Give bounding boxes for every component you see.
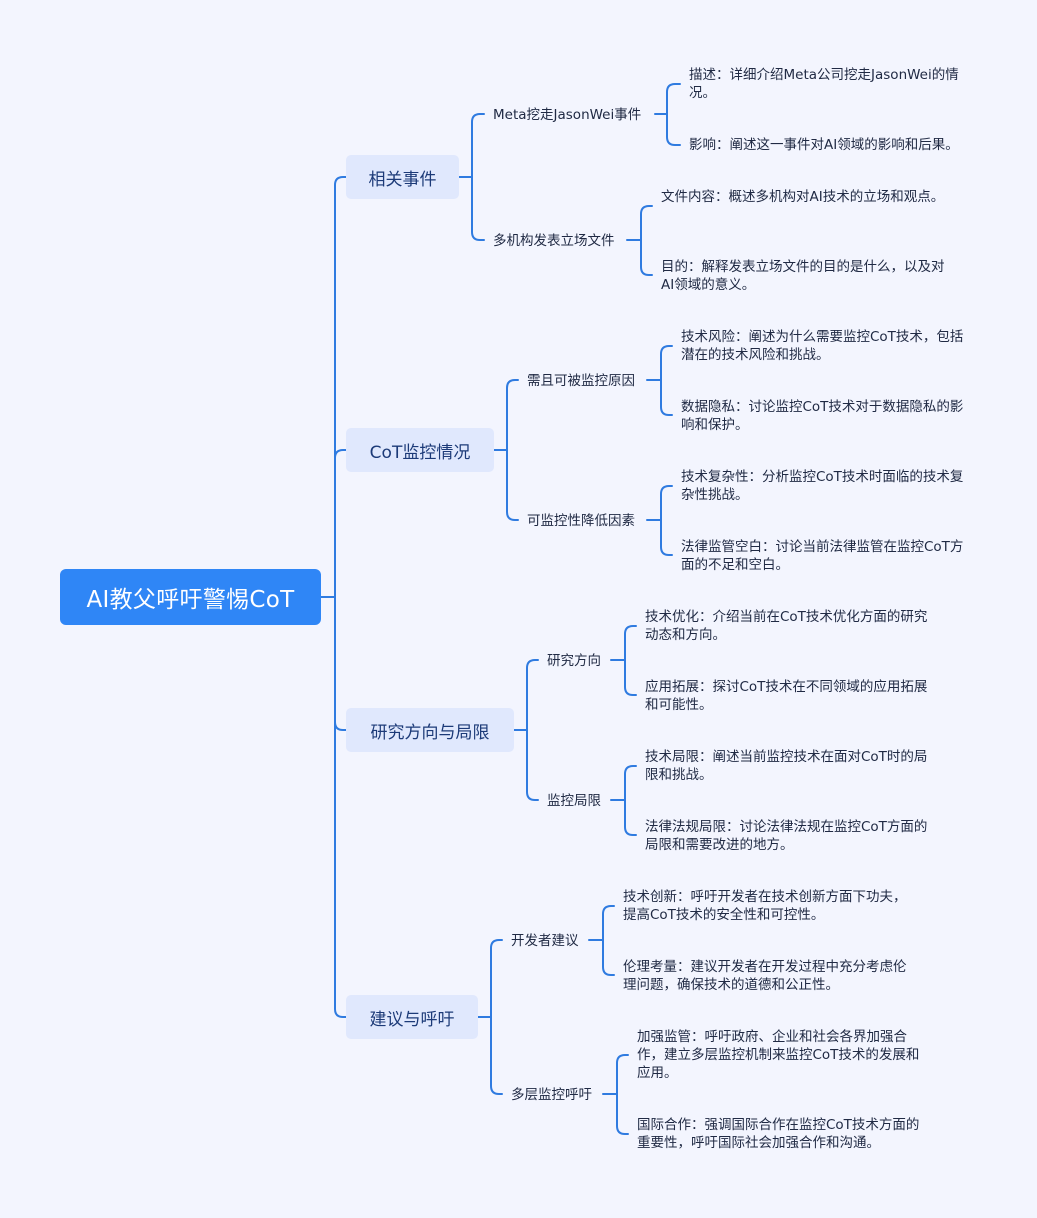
leaf-tech-innovation[interactable]: 技术创新：呼吁开发者在技术创新方面下功夫，提高CoT技术的安全性和可控性。	[623, 889, 907, 923]
topic4-connector	[477, 939, 503, 1095]
subtopic-research-direction[interactable]: 研究方向	[547, 653, 601, 669]
leaf-tech-optimization[interactable]: 技术优化：介绍当前在CoT技术优化方面的研究动态和方向。	[645, 609, 928, 643]
topic3-connector	[513, 659, 539, 801]
subtopic-monitorability-factors[interactable]: 可监控性降低因素	[527, 513, 635, 529]
sub-limits-connector	[610, 765, 637, 836]
leaf-impact[interactable]: 影响：阐述这一事件对AI领域的影响和后果。	[689, 137, 959, 153]
leaf-ethics[interactable]: 伦理考量：建议开发者在开发过程中充分考虑伦理问题，确保技术的道德和公正性。	[623, 959, 907, 993]
leaf-international-cooperation[interactable]: 国际合作：强调国际合作在监控CoT技术方面的重要性，呼吁国际社会加强合作和沟通。	[637, 1117, 920, 1151]
leaf-legal-limits[interactable]: 法律法规局限：讨论法律法规在监控CoT方面的局限和需要改进的地方。	[645, 819, 928, 853]
sub-meta-connector	[654, 83, 681, 146]
leaf-tech-risk[interactable]: 技术风险：阐述为什么需要监控CoT技术，包括潜在的技术风险和挑战。	[681, 329, 964, 363]
leaf-legal-gap[interactable]: 法律监管空白：讨论当前法律监管在监控CoT方面的不足和空白。	[681, 539, 964, 573]
leaf-description[interactable]: 描述：详细介绍Meta公司挖走JasonWei的情况。	[689, 67, 959, 101]
subtopic-monitoring-limits[interactable]: 监控局限	[547, 793, 601, 809]
leaf-file-content[interactable]: 文件内容：概述多机构对AI技术的立场和观点。	[661, 189, 945, 205]
leaf-data-privacy[interactable]: 数据隐私：讨论监控CoT技术对于数据隐私的影响和保护。	[681, 399, 964, 433]
sub-reasons-connector	[646, 345, 673, 416]
root-connector	[320, 176, 347, 1018]
topic-research-limits[interactable]: 研究方向与局限	[346, 708, 514, 752]
leaf-application-expansion[interactable]: 应用拓展：探讨CoT技术在不同领域的应用拓展和可能性。	[645, 679, 928, 713]
subtopic-position-papers[interactable]: 多机构发表立场文件	[493, 233, 615, 249]
topic1-connector	[458, 113, 485, 241]
subtopic-developer-suggestions[interactable]: 开发者建议	[511, 933, 579, 949]
subtopic-monitor-reasons[interactable]: 需且可被监控原因	[527, 373, 635, 389]
leaf-strengthen-regulation[interactable]: 加强监管：呼吁政府、企业和社会各界加强合作，建立多层监控机制来监控CoT技术的发…	[637, 1029, 920, 1081]
sub-multi-connector	[602, 1054, 629, 1135]
sub-factors-connector	[646, 485, 673, 556]
sub-research-connector	[610, 625, 637, 696]
root-topic[interactable]: AI教父呼吁警惕CoT	[60, 569, 321, 625]
leaf-tech-limits[interactable]: 技术局限：阐述当前监控技术在面对CoT时的局限和挑战。	[645, 749, 928, 783]
topic-cot-monitoring[interactable]: CoT监控情况	[346, 428, 494, 472]
leaf-purpose[interactable]: 目的：解释发表立场文件的目的是什么，以及对AI领域的意义。	[661, 259, 945, 293]
topic-related-events[interactable]: 相关事件	[346, 155, 459, 199]
subtopic-meta-jasonwei[interactable]: Meta挖走JasonWei事件	[493, 107, 642, 123]
leaf-tech-complexity[interactable]: 技术复杂性：分析监控CoT技术时面临的技术复杂性挑战。	[681, 469, 964, 503]
topic-suggestions[interactable]: 建议与呼吁	[346, 995, 478, 1039]
sub-position-connector	[626, 205, 653, 276]
sub-dev-connector	[588, 905, 615, 976]
subtopic-multilayer-monitoring[interactable]: 多层监控呼吁	[511, 1087, 592, 1103]
topic2-connector	[493, 379, 519, 521]
